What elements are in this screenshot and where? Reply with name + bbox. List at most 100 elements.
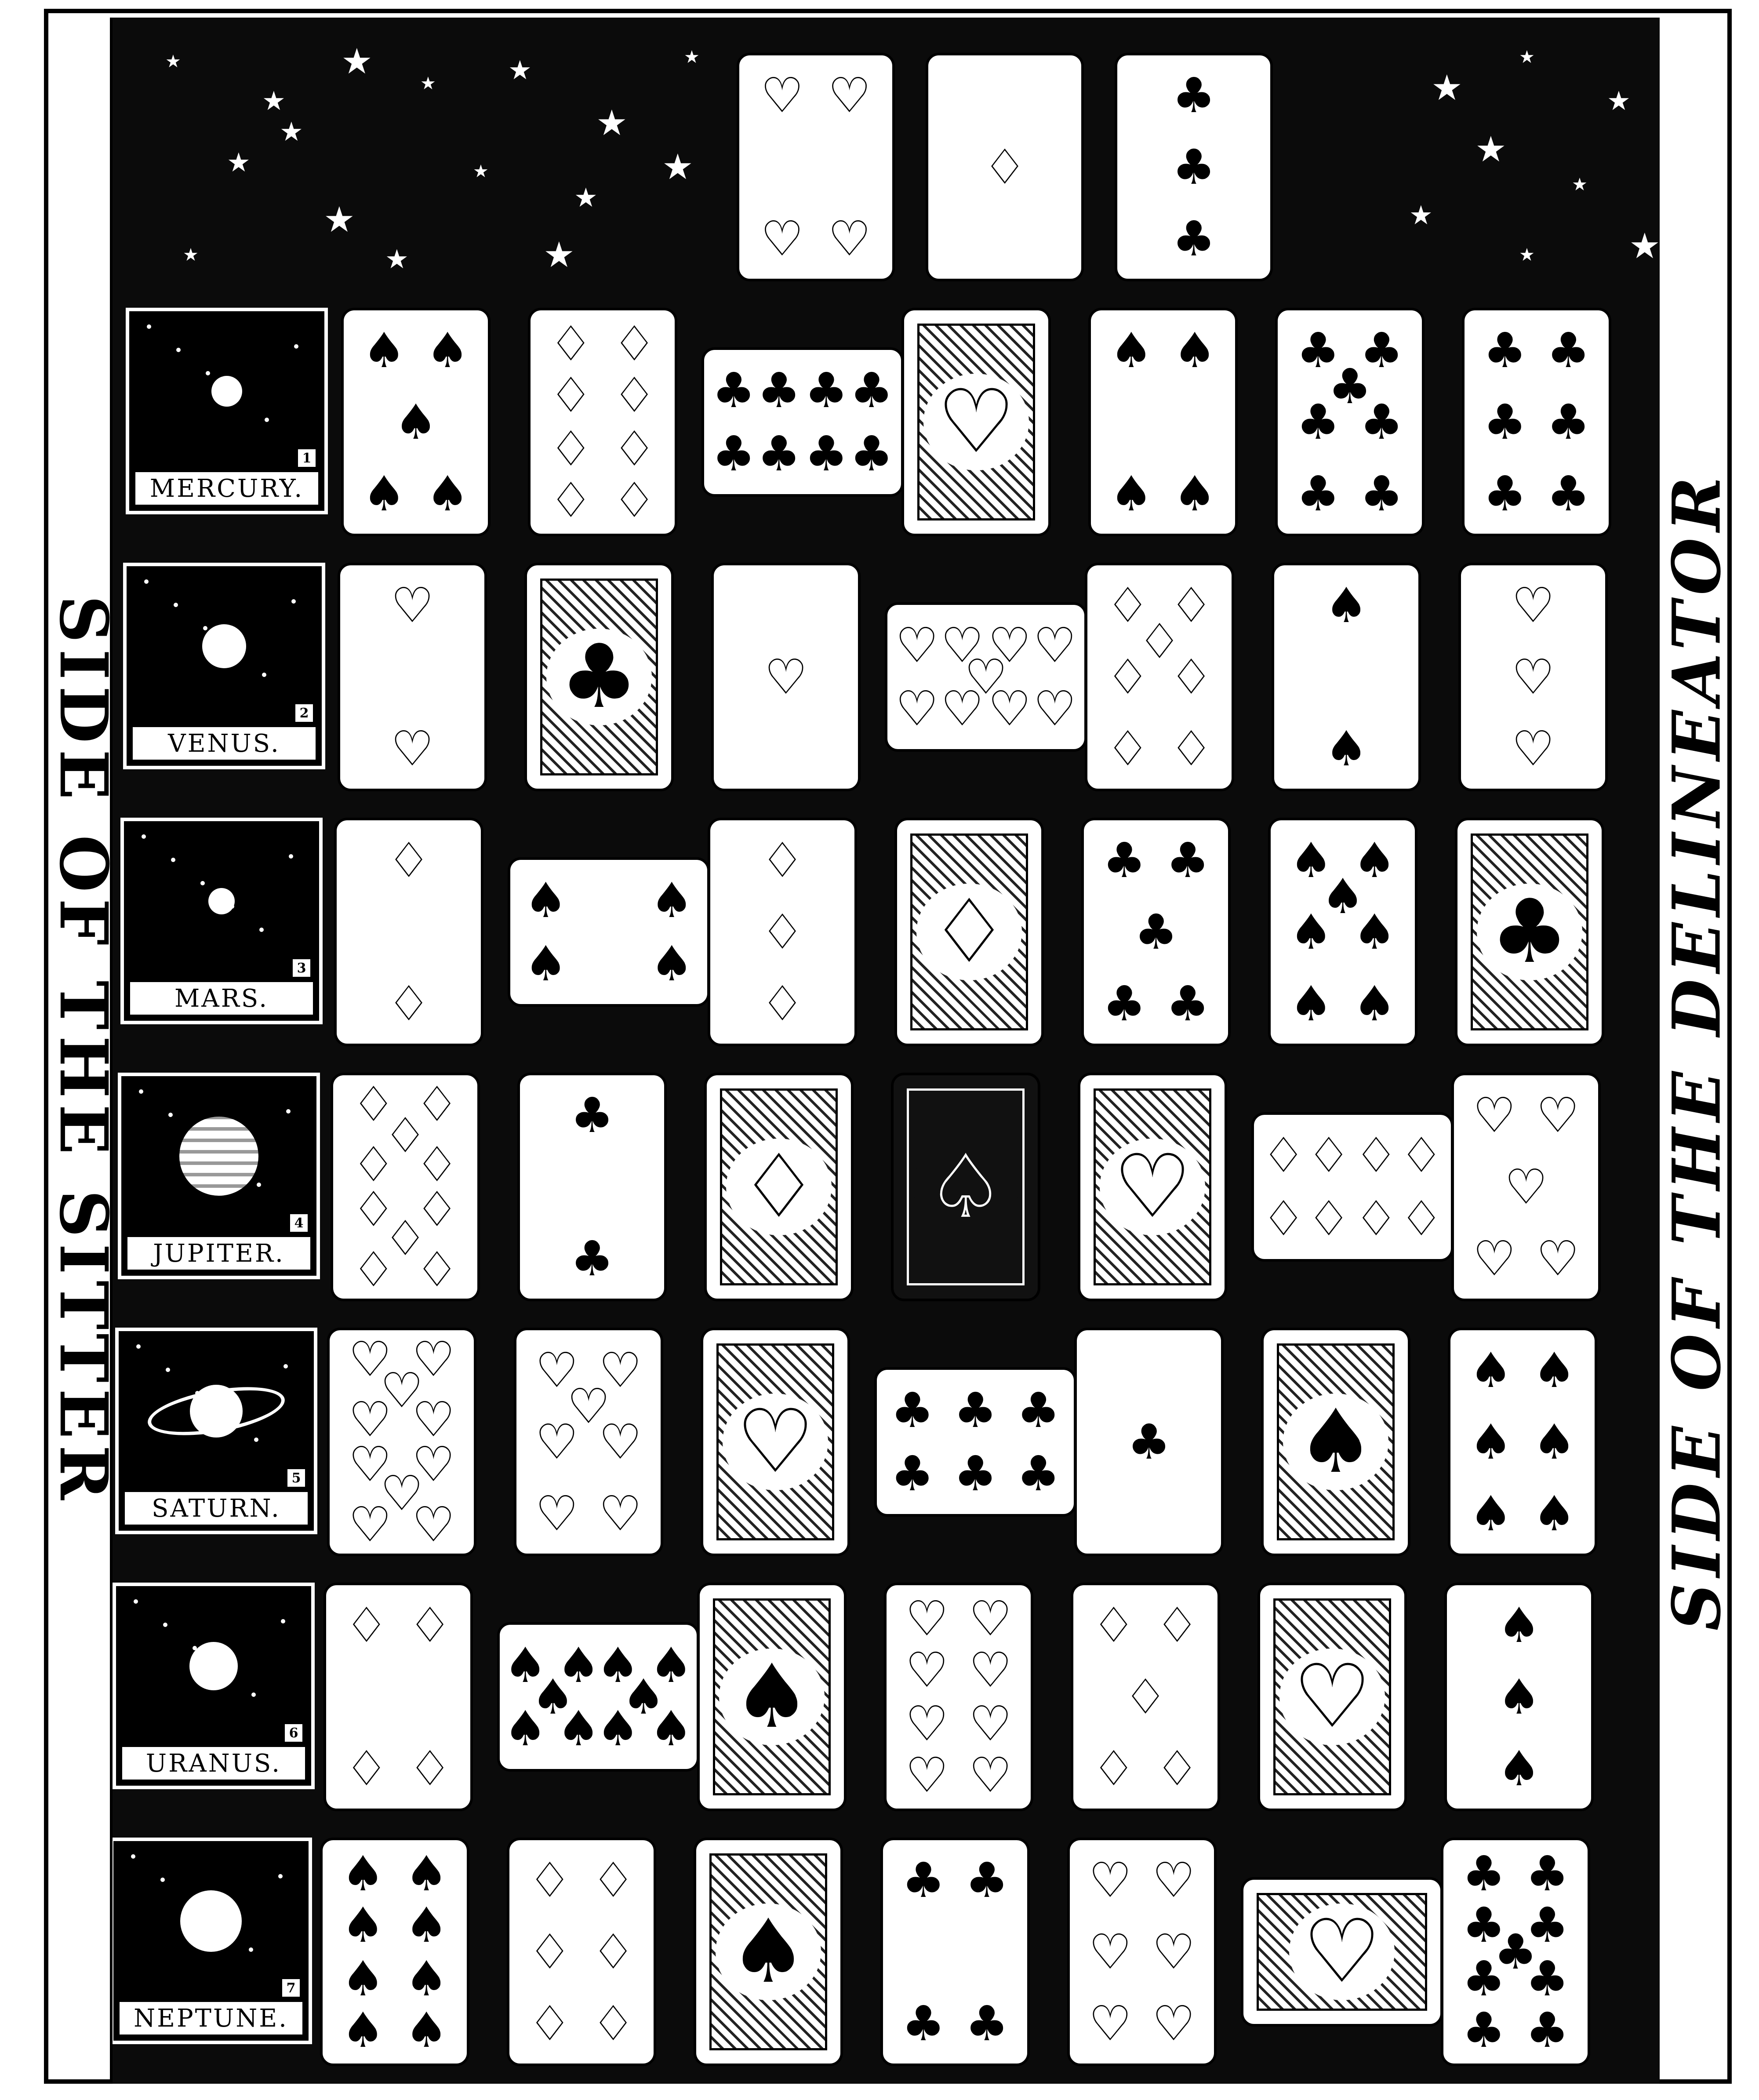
heart-icon: ♡	[535, 1418, 579, 1466]
card-r1-c2[interactable]: ♢♢♢♢♢♢♢♢	[528, 308, 677, 536]
diamond-icon: ♢	[592, 1999, 635, 2048]
card-r5-c1[interactable]: ♡♡♡♡♡♡♡♡♡♡	[327, 1328, 476, 1556]
card-r4-c6[interactable]: ♢♢♢♢♢♢♢♢	[1251, 1112, 1454, 1262]
club-icon: ♣	[1526, 1954, 1569, 2003]
card-r4-c3[interactable]: ♢	[704, 1073, 854, 1301]
card-r6-c3[interactable]: ♠	[697, 1583, 847, 1811]
card-r4-c2[interactable]: ♣♣	[517, 1073, 667, 1301]
planet-number-badge: 3	[293, 959, 310, 977]
face-card-letter: ♡	[1279, 1649, 1385, 1745]
card-r5-c3[interactable]: ♡	[701, 1328, 850, 1556]
spade-icon: ♠	[1353, 908, 1396, 956]
card-r5-c6[interactable]: ♠	[1261, 1328, 1410, 1556]
top-card[interactable]: ♢	[926, 53, 1084, 281]
diamond-icon: ♢	[613, 425, 656, 473]
diamond-icon: ♢	[613, 476, 656, 524]
card-r2-c6[interactable]: ♠♠	[1272, 563, 1421, 791]
card-r2-c1[interactable]: ♡♡	[338, 563, 487, 791]
tile-star-icon	[131, 1854, 135, 1859]
face-card-letter: ♠	[1283, 1394, 1388, 1490]
heart-icon: ♡	[969, 1646, 1012, 1694]
card-r1-c1[interactable]: ♠♠♠♠♠	[341, 308, 491, 536]
card-r6-c1[interactable]: ♢♢♢♢	[323, 1583, 473, 1811]
side-of-the-delineator-label: SIDE OF THE DELINEATOR	[1657, 18, 1736, 2084]
card-r3-c6[interactable]: ♠♠♠♠♠♠♠	[1268, 818, 1417, 1046]
heart-icon: ♡	[1152, 1928, 1196, 1976]
card-r1-c3[interactable]: ♣♣♣♣♣♣♣♣	[701, 347, 904, 497]
card-r5-c2[interactable]: ♡♡♡♡♡♡♡	[514, 1328, 663, 1556]
card-r6-c5[interactable]: ♢♢♢♢♢	[1071, 1583, 1220, 1811]
club-icon: ♣	[1547, 469, 1590, 518]
card-r7-c3[interactable]: ♠	[694, 1838, 843, 2066]
card-r3-c7[interactable]: ♣	[1455, 818, 1604, 1046]
heart-icon: ♡	[349, 1500, 392, 1549]
spade-icon: ♠	[524, 876, 567, 924]
heart-icon: ♡	[988, 684, 1031, 733]
face-card-letter: ♡	[723, 1394, 828, 1490]
card-r1-c5[interactable]: ♠♠♠♠	[1088, 308, 1238, 536]
planet-name-label: MERCURY.	[135, 472, 318, 505]
card-r4-c7[interactable]: ♡♡♡♡♡	[1451, 1073, 1601, 1301]
card-r2-c2[interactable]: ♣	[524, 563, 674, 791]
diamond-icon: ♢	[592, 1928, 635, 1976]
card-r2-c3[interactable]: ♡	[711, 563, 861, 791]
card-r1-c6[interactable]: ♣♣♣♣♣♣♣	[1275, 308, 1425, 536]
card-r7-c2[interactable]: ♢♢♢♢♢♢	[507, 1838, 656, 2066]
card-r4-c5[interactable]: ♡	[1078, 1073, 1227, 1301]
planet-uranus-icon	[189, 1642, 238, 1690]
diamond-icon: ♢	[528, 1856, 572, 1904]
card-r3-c5[interactable]: ♣♣♣♣♣	[1081, 818, 1231, 1046]
card-r6-c4[interactable]: ♡♡♡♡♡♡♡♡	[884, 1583, 1033, 1811]
spade-icon: ♠	[1173, 326, 1217, 375]
top-card[interactable]: ♡♡♡♡	[737, 53, 895, 281]
spade-icon: ♠	[557, 1641, 600, 1689]
tile-star-icon	[294, 344, 298, 349]
tile-star-icon	[286, 1109, 291, 1114]
card-r3-c1[interactable]: ♢♢	[334, 818, 483, 1046]
card-r6-c6[interactable]: ♡	[1257, 1583, 1407, 1811]
star-icon: ★	[543, 237, 575, 273]
card-r3-c3[interactable]: ♢♢♢	[708, 818, 857, 1046]
top-card[interactable]: ♣♣♣	[1115, 53, 1273, 281]
tile-star-icon	[251, 1692, 256, 1697]
card-r3-c2[interactable]: ♠♠♠♠	[508, 857, 710, 1007]
card-r7-c5[interactable]: ♡♡♡♡♡♡	[1067, 1838, 1217, 2066]
planet-number-badge: 1	[298, 449, 316, 467]
spade-icon: ♠	[557, 1704, 600, 1753]
tile-star-icon	[259, 928, 264, 932]
club-icon: ♣	[954, 1449, 997, 1498]
card-r7-c7[interactable]: ♣♣♣♣♣♣♣♣♣	[1441, 1838, 1590, 2066]
club-icon: ♣	[804, 429, 848, 478]
card-r2-c7[interactable]: ♡♡♡	[1458, 563, 1608, 791]
heart-icon: ♡	[1512, 653, 1555, 701]
card-r5-c5[interactable]: ♣	[1074, 1328, 1224, 1556]
card-r2-c5[interactable]: ♢♢♢♢♢♢♢	[1085, 563, 1234, 791]
card-r4-c4[interactable]: ♤	[891, 1073, 1040, 1301]
tile-star-icon	[142, 834, 146, 839]
planet-number-badge: 5	[287, 1469, 305, 1487]
card-r4-c1[interactable]: ♢♢♢♢♢♢♢♢♢♢	[331, 1073, 480, 1301]
heart-icon: ♡	[1512, 724, 1555, 773]
heart-icon: ♡	[391, 724, 434, 773]
card-r7-c1[interactable]: ♠♠♠♠♠♠♠♠	[320, 1838, 469, 2066]
card-r5-c7[interactable]: ♠♠♠♠♠♠	[1448, 1328, 1597, 1556]
spade-icon: ♠	[342, 1901, 385, 1949]
tile-star-icon	[262, 673, 266, 677]
card-r3-c4[interactable]: ♢	[894, 818, 1044, 1046]
card-r1-c7[interactable]: ♣♣♣♣♣♣	[1462, 308, 1611, 536]
spade-icon: ♠	[1353, 979, 1396, 1028]
card-r6-c7[interactable]: ♠♠♠	[1444, 1583, 1594, 1811]
tile-star-icon	[134, 1599, 138, 1604]
card-r1-c4[interactable]: ♡	[901, 308, 1051, 536]
diamond-icon: ♢	[549, 320, 593, 368]
card-r5-c4[interactable]: ♣♣♣♣♣♣	[874, 1367, 1076, 1517]
club-icon: ♣	[1483, 326, 1527, 375]
card-r7-c4[interactable]: ♣♣♣♣	[880, 1838, 1030, 2066]
card-r6-c2[interactable]: ♠♠♠♠♠♠♠♠♠♠	[497, 1622, 699, 1772]
card-r2-c4[interactable]: ♡♡♡♡♡♡♡♡♡	[885, 602, 1087, 752]
card-r7-c6[interactable]: ♡	[1241, 1877, 1443, 2027]
diamond-icon: ♢	[1106, 724, 1150, 773]
star-icon: ★	[227, 149, 251, 176]
heart-icon: ♡	[599, 1418, 642, 1466]
diamond-icon: ♢	[761, 908, 804, 956]
